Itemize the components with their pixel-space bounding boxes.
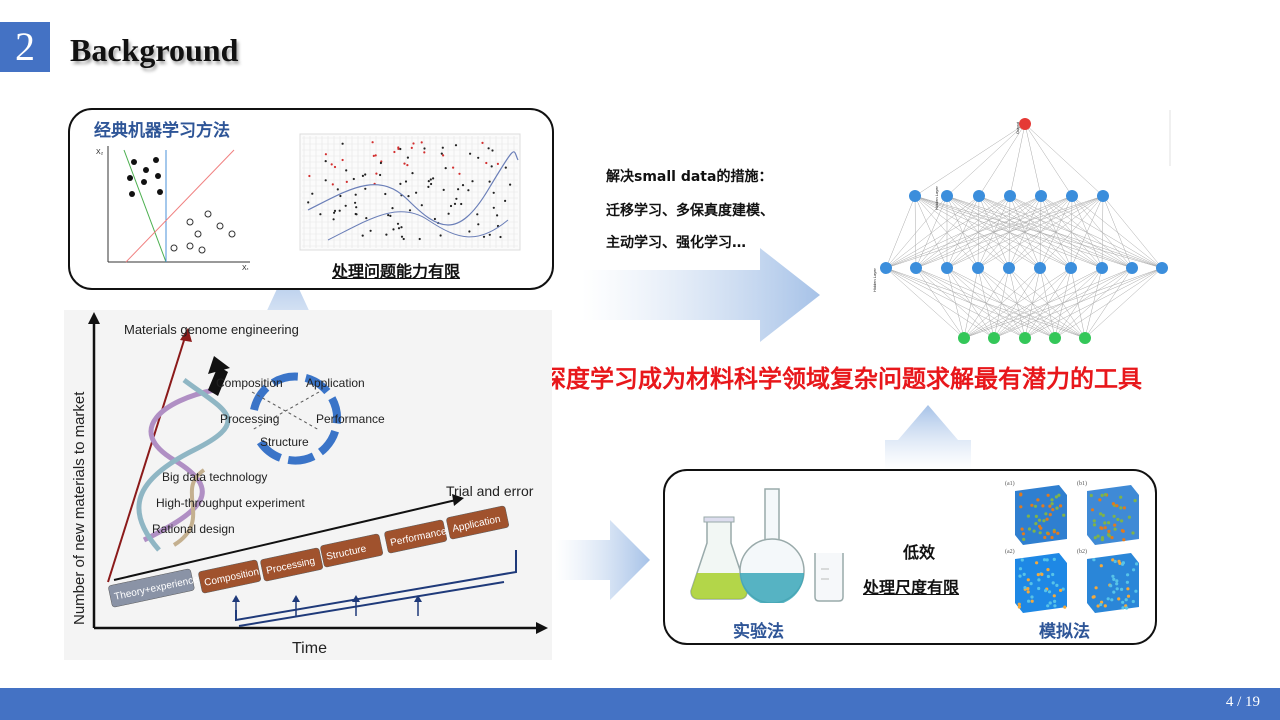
svg-text:(a2): (a2)	[1005, 548, 1015, 555]
materials-genome-diagram: Number of new materials to market Time M…	[64, 310, 552, 660]
svg-text:Hidden Layer: Hidden Layer	[872, 268, 877, 292]
svm-illustration: X₂ X₁	[96, 146, 250, 270]
nn-node	[1034, 262, 1046, 274]
mge-title: Materials genome engineering	[124, 322, 299, 337]
slide-title: Background	[70, 32, 239, 68]
nn-node	[1079, 332, 1091, 344]
small-data-line2: 主动学习、强化学习…	[606, 235, 746, 251]
headline-statement: 深度学习成为材料科学领域复杂问题求解最有潜力的工具	[542, 365, 1142, 393]
nn-node	[1019, 118, 1031, 130]
nn-node	[941, 262, 953, 274]
svg-text:X₂: X₂	[96, 149, 104, 156]
classic-ml-title: 经典机器学习方法	[94, 121, 230, 141]
section-number: 2	[0, 22, 50, 72]
experiment-note-inefficient: 低效	[903, 543, 936, 562]
nn-node	[1097, 190, 1109, 202]
small-data-line1: 迁移学习、多保真度建模、	[606, 203, 774, 219]
nn-node	[1035, 190, 1047, 202]
mge-step: Composition	[198, 559, 261, 594]
mge-step: Performance	[384, 519, 448, 554]
cycle-label-processing: Processing	[220, 412, 279, 426]
small-data-heading: 解决small data的措施：	[606, 169, 773, 185]
cycle-label-structure: Structure	[260, 435, 309, 449]
simulation-cube: (a2)	[1005, 548, 1067, 613]
simulation-cubes: (a1) (b1) (a2) (b2)	[1005, 480, 1139, 613]
nn-node	[973, 190, 985, 202]
helix-label-3: Rational design	[152, 522, 235, 536]
helix-label-2: High-throughput experiment	[156, 496, 305, 510]
svg-text:Hidden Layer: Hidden Layer	[934, 186, 939, 210]
simulation-cube: (a1)	[1005, 480, 1067, 545]
nn-node	[910, 262, 922, 274]
cycle-label-composition: Composition	[216, 376, 283, 390]
x-axis-label: Time	[292, 640, 327, 657]
svg-text:X₁: X₁	[242, 265, 250, 270]
nn-node	[1066, 190, 1078, 202]
svg-text:(b1): (b1)	[1077, 480, 1087, 487]
svg-text:(a1): (a1)	[1005, 480, 1015, 487]
nn-node	[1126, 262, 1138, 274]
classic-ml-box: 经典机器学习方法 X₂ X₁ 处理问题能力有限	[68, 108, 554, 290]
mge-step: Theory+experience	[108, 568, 200, 608]
arrow-right-top	[582, 248, 820, 342]
y-axis-label: Number of new materials to market	[71, 391, 88, 625]
classification-scatter	[299, 133, 521, 251]
nn-node	[1019, 332, 1031, 344]
nn-node	[880, 262, 892, 274]
arrow-up-right	[885, 405, 971, 470]
mge-step: Application	[446, 505, 509, 540]
classic-ml-limitation: 处理问题能力有限	[332, 262, 461, 281]
cycle-label-application: Application	[306, 376, 365, 390]
nn-node	[909, 190, 921, 202]
nn-node	[958, 332, 970, 344]
nn-node	[1004, 190, 1016, 202]
nn-node	[1065, 262, 1077, 274]
experiment-note-scale: 处理尺度有限	[863, 578, 960, 597]
nn-node	[972, 262, 984, 274]
helix-label-1: Big data technology	[162, 470, 267, 484]
experiment-box: 实验法 低效 处理尺度有限 (a1) (b1) (a2) (b2) 模拟法	[663, 469, 1157, 645]
mge-step: Processing	[260, 547, 323, 582]
experiment-label: 实验法	[733, 622, 784, 642]
nn-node	[988, 332, 1000, 344]
lab-glassware-illustration	[690, 488, 844, 603]
svg-text:(b2): (b2)	[1077, 548, 1087, 555]
simulation-label: 模拟法	[1039, 622, 1090, 642]
simulation-cube: (b1)	[1077, 480, 1139, 545]
footer-bar: 4 / 19	[0, 688, 1280, 720]
trial-error-label: Trial and error	[446, 483, 534, 499]
page-number: 4 / 19	[1225, 694, 1260, 710]
nn-node	[1096, 262, 1108, 274]
arrow-right-bottom	[555, 520, 650, 600]
neural-network-diagram: Hidden Layer Hidden Layer Output	[872, 110, 1171, 344]
nn-node	[941, 190, 953, 202]
nn-node	[1003, 262, 1015, 274]
cycle-label-performance: Performance	[316, 412, 385, 426]
simulation-cube: (b2)	[1077, 548, 1139, 613]
svg-text:Output: Output	[1015, 121, 1020, 134]
nn-node	[1049, 332, 1061, 344]
mge-step: Structure	[320, 533, 383, 568]
nn-node	[1156, 262, 1168, 274]
